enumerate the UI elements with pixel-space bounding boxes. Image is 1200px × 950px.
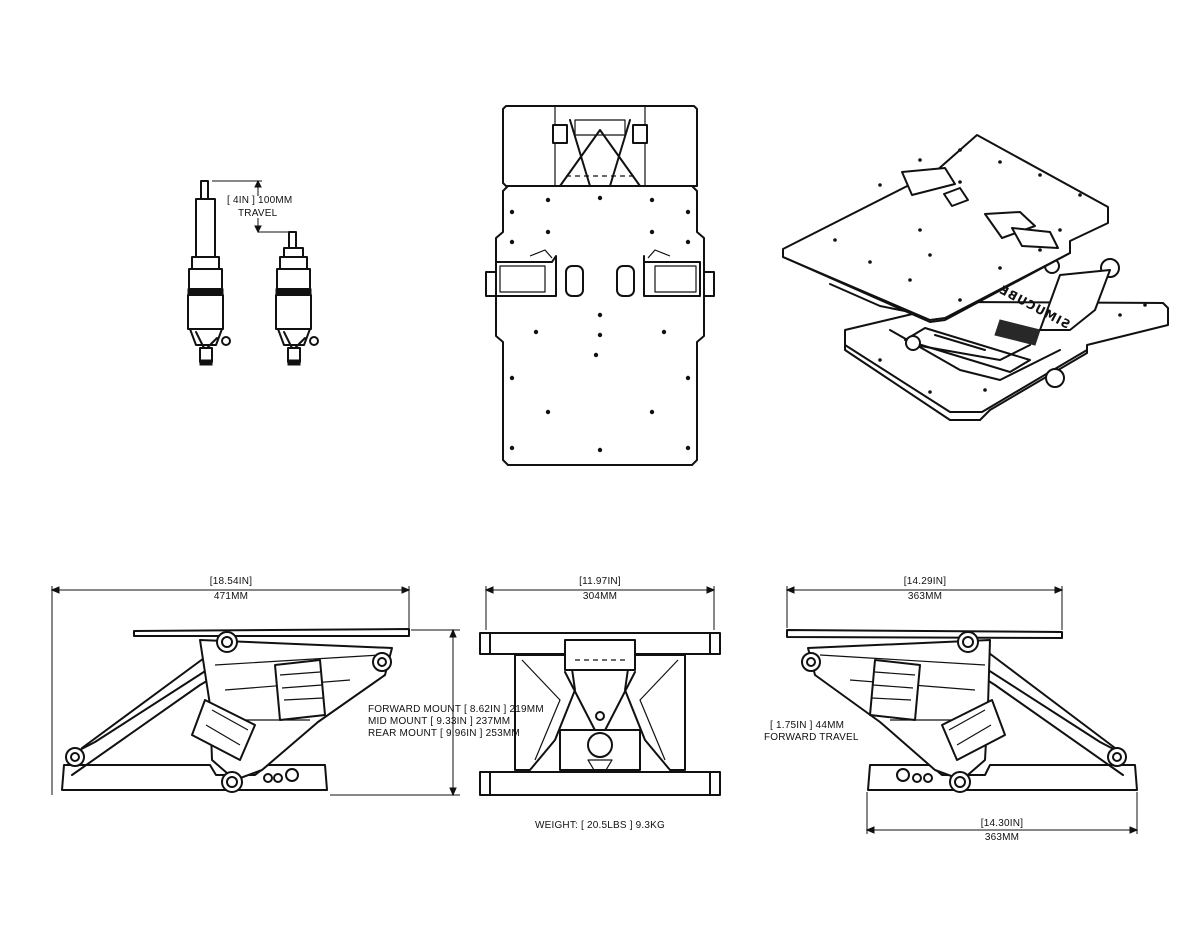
mount-hole <box>597 195 603 201</box>
right-top-inches: [14.29in] <box>903 576 947 587</box>
front-view <box>479 632 721 796</box>
right-top-dimension <box>785 586 1064 630</box>
actuator-travel-label: TRAVEL <box>238 208 278 219</box>
mount-hole <box>833 238 837 242</box>
mount-hole <box>533 329 539 335</box>
mount-hole <box>998 266 1002 270</box>
mount-hole <box>545 229 551 235</box>
mount-hole <box>685 445 691 451</box>
mount-hole <box>509 209 515 215</box>
right-base-inches: [14.30in] <box>980 818 1024 829</box>
front-width-mm: 304mm <box>582 591 618 602</box>
mount-hole <box>685 239 691 245</box>
mount-hole <box>918 228 922 232</box>
right-base-mm: 363mm <box>984 832 1020 843</box>
mount-hole <box>928 253 932 257</box>
mid-mount-label: MID MOUNT [ 9.33in ] 237mm <box>368 716 511 727</box>
side-width-mm: 471mm <box>213 591 249 602</box>
actuator-retracted <box>275 231 319 366</box>
mount-hole <box>593 352 599 358</box>
actuator-dimension-label: [ 4in ] 100mm <box>227 195 293 206</box>
isometric-view <box>782 134 1169 421</box>
mount-hole <box>509 445 515 451</box>
mount-hole <box>597 447 603 453</box>
mount-hole <box>1118 313 1122 317</box>
mount-hole <box>649 229 655 235</box>
mount-hole <box>928 390 932 394</box>
forward-travel-dimension-label: [ 1.75in ] 44mm <box>770 720 845 731</box>
mount-hole <box>958 148 962 152</box>
mount-hole <box>998 160 1002 164</box>
right-top-mm: 363mm <box>907 591 943 602</box>
mount-hole <box>685 375 691 381</box>
mount-hole <box>649 197 655 203</box>
mount-hole <box>509 239 515 245</box>
mount-hole <box>1078 193 1082 197</box>
actuator-extended <box>187 180 231 366</box>
mount-hole <box>1058 228 1062 232</box>
mount-hole <box>661 329 667 335</box>
side-view-forward <box>786 629 1138 793</box>
side-width-inches: [18.54in] <box>209 576 253 587</box>
mount-hole <box>597 332 603 338</box>
mount-hole <box>649 409 655 415</box>
mount-hole <box>545 409 551 415</box>
mount-hole <box>983 388 987 392</box>
forward-travel-label: FORWARD TRAVEL <box>764 732 859 743</box>
actuator-travel-dimension <box>212 179 292 234</box>
mount-hole <box>597 312 603 318</box>
mount-hole <box>878 183 882 187</box>
mount-hole <box>878 358 882 362</box>
weight-label: WEIGHT: [ 20.5lbs ] 9.3kg <box>534 820 666 831</box>
mount-hole <box>908 278 912 282</box>
side-view <box>61 628 410 793</box>
mount-hole <box>958 180 962 184</box>
side-width-dimension <box>50 586 460 797</box>
iso-holes <box>833 148 1147 394</box>
mount-hole <box>685 209 691 215</box>
mount-hole <box>958 298 962 302</box>
right-base-dimension <box>865 792 1139 834</box>
mount-hole <box>1038 173 1042 177</box>
mount-hole <box>545 197 551 203</box>
mount-hole <box>1038 248 1042 252</box>
mount-hole <box>1143 303 1147 307</box>
mount-hole <box>868 260 872 264</box>
mount-hole <box>509 375 515 381</box>
top-view <box>485 105 715 466</box>
front-width-inches: [11.97in] <box>579 576 621 587</box>
rear-mount-label: REAR MOUNT [ 9.96in ] 253mm <box>368 728 520 739</box>
forward-mount-label: FORWARD MOUNT [ 8.62in ] 219mm <box>368 704 544 715</box>
front-width-dimension <box>484 586 716 630</box>
mount-hole <box>918 158 922 162</box>
top-view-holes <box>509 195 691 453</box>
